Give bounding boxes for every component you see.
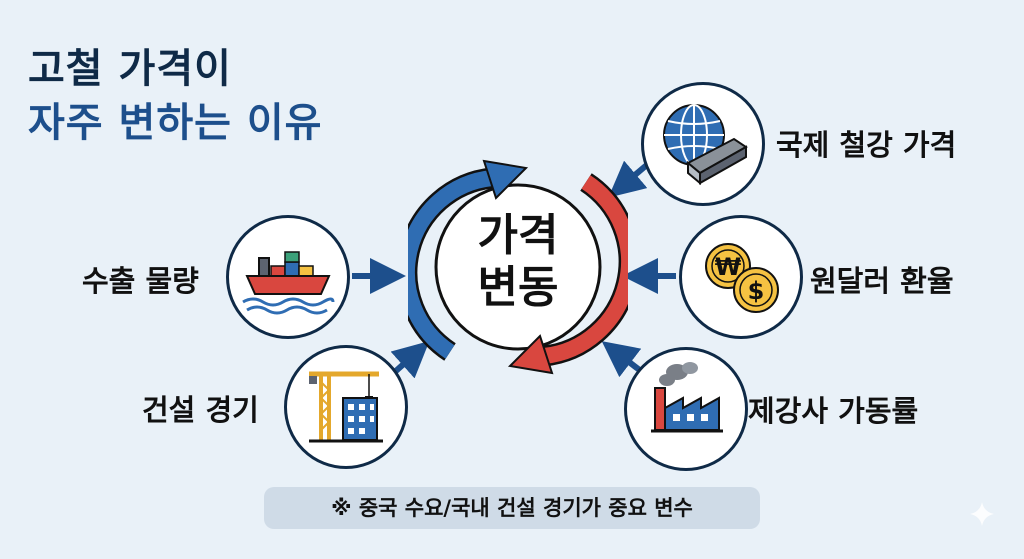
- sparkle-icon: [970, 502, 994, 526]
- footnote-banner: ※ 중국 수요/국내 건설 경기가 중요 변수: [264, 487, 760, 529]
- won-dollar-coins-icon: ₩ $: [705, 243, 779, 313]
- svg-text:$: $: [748, 277, 765, 305]
- export-volume-label: 수출 물량: [82, 264, 199, 298]
- price-fluctuation-cycle: 가격 변동: [396, 152, 640, 382]
- mill-utilization-node: [624, 347, 748, 471]
- center-label-line-1: 가격: [477, 210, 559, 261]
- globe-steel-beam-icon: [663, 104, 748, 186]
- steel-price-label: 국제 철강 가격: [776, 128, 957, 162]
- center-label: 가격 변동: [408, 210, 628, 314]
- title-line-1: 고철 가격이: [28, 46, 232, 92]
- construction-label: 건설 경기: [142, 393, 259, 427]
- cycle-arrows-icon: [396, 159, 640, 375]
- mill-utilization-label: 제강사 가동률: [748, 394, 919, 428]
- title-line-2: 자주 변하는 이유: [28, 100, 323, 146]
- cargo-ship-icon: [242, 251, 335, 315]
- center-label-line-2: 변동: [477, 262, 559, 313]
- svg-text:₩: ₩: [715, 253, 742, 281]
- steel-price-node: [641, 82, 765, 206]
- exchange-rate-label: 원달러 환율: [810, 264, 954, 298]
- exchange-rate-node: ₩ $: [679, 215, 803, 339]
- construction-node: [284, 345, 408, 469]
- export-volume-node: [226, 215, 350, 339]
- page-title: 고철 가격이 자주 변하는 이유: [28, 42, 322, 150]
- construction-crane-icon: [309, 371, 383, 443]
- factory-icon: [651, 362, 723, 433]
